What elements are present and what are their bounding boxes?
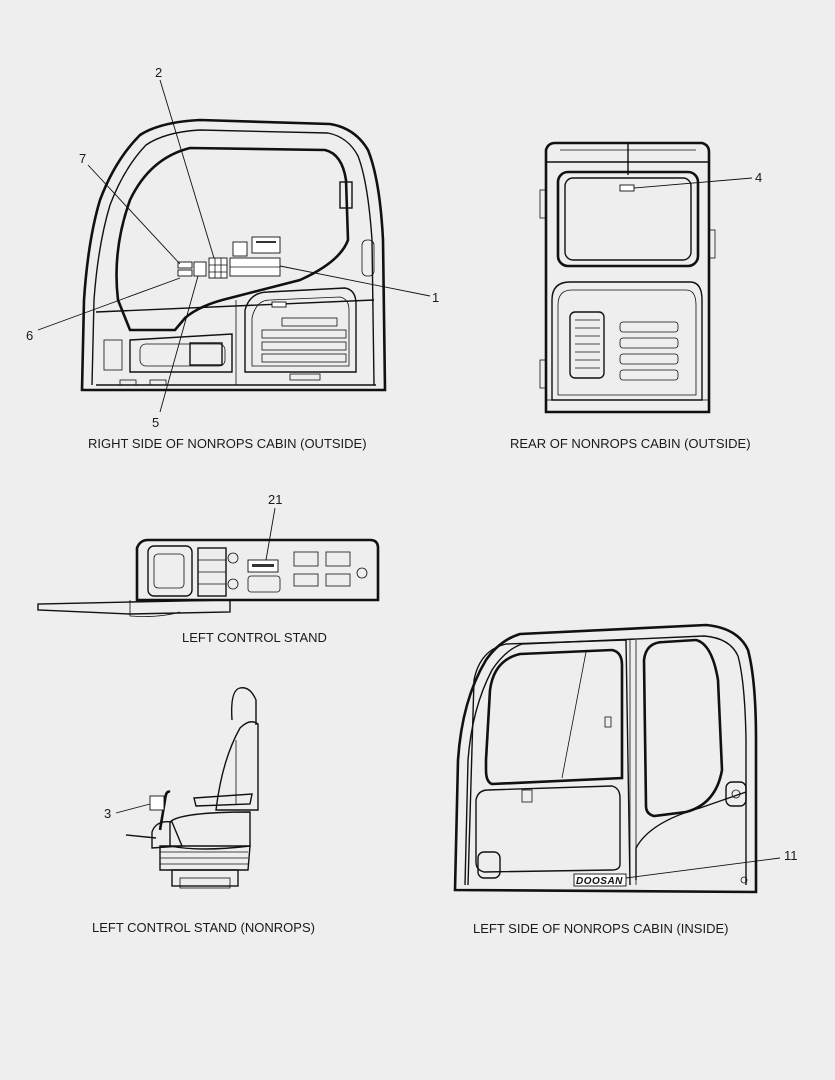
callout-1: 1 [432, 290, 439, 305]
decal-2 [208, 257, 228, 279]
right-side-cabin-view: 2 7 6 5 1 RIGHT SIDE OF NONROPS CABIN (O… [26, 65, 439, 451]
decal-4 [619, 184, 635, 192]
caption-rear: REAR OF NONROPS CABIN (OUTSIDE) [510, 436, 751, 451]
left-control-stand-view: 21 LEFT CONTROL STAND [37, 492, 380, 645]
decal-11 [573, 873, 627, 887]
caption-left-stand-nonrops: LEFT CONTROL STAND (NONROPS) [92, 920, 315, 935]
decal-3 [149, 795, 165, 811]
seat-control-stand-view: 3 LEFT CONTROL STAND (NONROPS) [92, 687, 315, 935]
callout-7: 7 [79, 151, 86, 166]
callout-3: 3 [104, 806, 111, 821]
caption-left-stand: LEFT CONTROL STAND [182, 630, 327, 645]
decal-7 [177, 269, 193, 277]
decal-6 [177, 261, 193, 269]
callout-4: 4 [755, 170, 762, 185]
callout-11: 11 [784, 848, 798, 863]
callout-21: 21 [268, 492, 282, 507]
brand-logo: DOOSAN [576, 876, 623, 887]
callout-5: 5 [152, 415, 159, 430]
callout-6: 6 [26, 328, 33, 343]
caption-right-side: RIGHT SIDE OF NONROPS CABIN (OUTSIDE) [88, 436, 367, 451]
rear-cabin-view: 4 REAR OF NONROPS CABIN (OUTSIDE) [510, 141, 762, 451]
caption-left-side-inside: LEFT SIDE OF NONROPS CABIN (INSIDE) [473, 921, 728, 936]
left-side-cabin-view: DOOSAN 11 LEFT SIDE OF NONROPS CABIN (IN… [453, 623, 798, 936]
callout-2: 2 [155, 65, 162, 80]
